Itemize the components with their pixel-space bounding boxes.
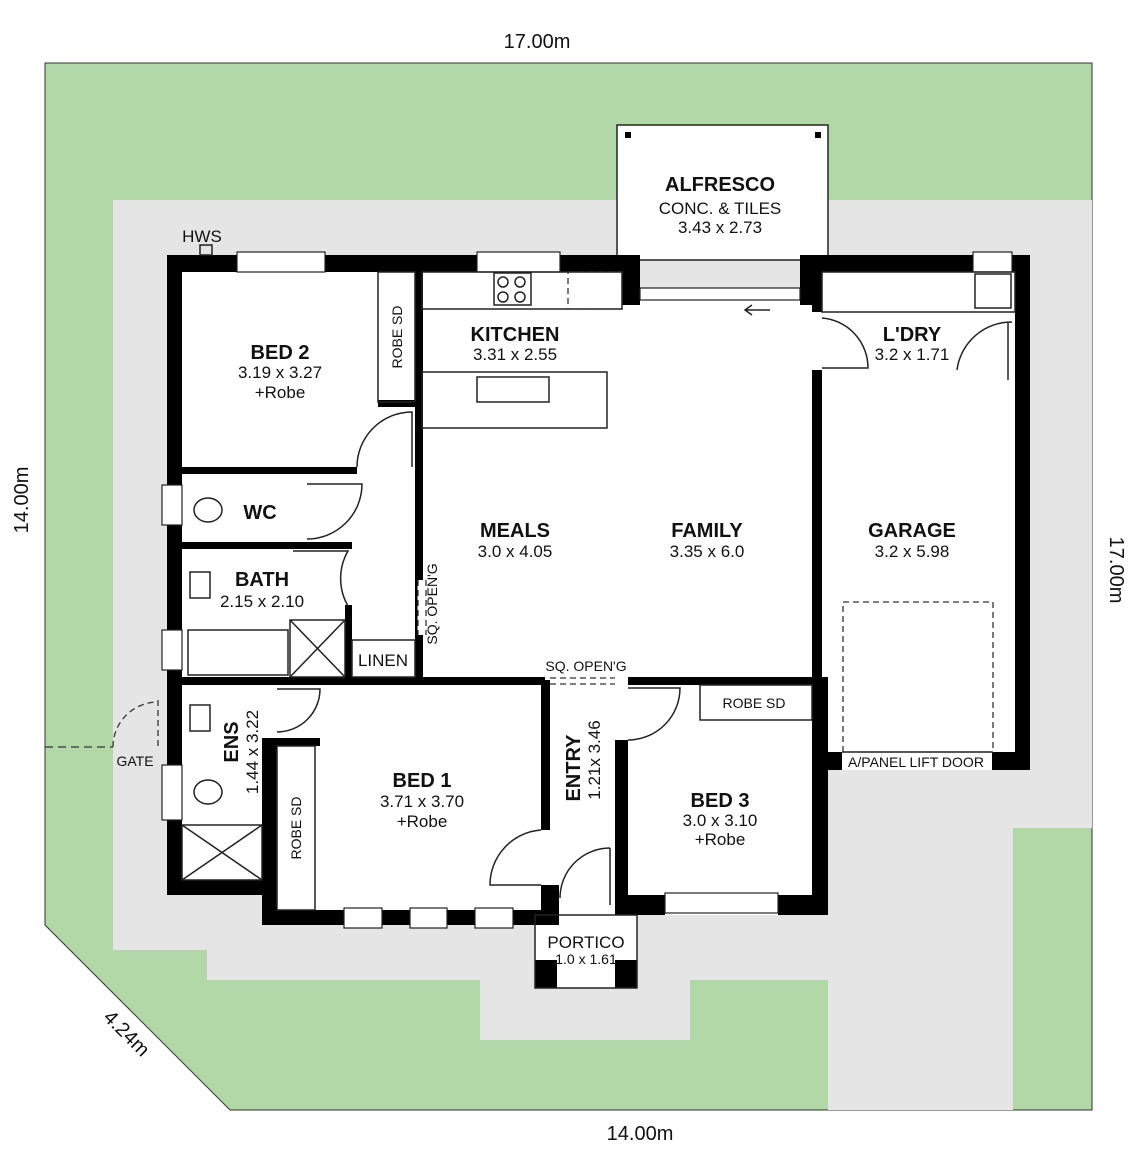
laundry-bench	[821, 271, 1016, 313]
gate-swing	[112, 701, 159, 748]
bed3-extra: +Robe	[695, 830, 746, 849]
bath-size: 2.15 x 2.10	[220, 592, 304, 611]
sink-icon	[476, 376, 550, 403]
alfresco-size: 3.43 x 2.73	[678, 218, 762, 237]
windows	[161, 251, 1013, 929]
ens-name: ENS	[221, 721, 243, 762]
linen-cupboard	[351, 639, 416, 678]
linen-name: LINEN	[358, 651, 408, 670]
meals-size: 3.0 x 4.05	[478, 542, 553, 561]
dim-bottom: 14.00m	[607, 1123, 674, 1145]
bath-shower-icon	[289, 619, 346, 678]
portico-outline	[534, 914, 638, 989]
garage-size: 3.2 x 5.98	[875, 542, 950, 561]
bath-vanity-icon	[189, 571, 211, 599]
bed3-robe	[699, 684, 813, 721]
entry-size: 1.21x 3.46	[585, 720, 604, 799]
garage-name: GARAGE	[868, 520, 956, 542]
hws-label: HWS	[182, 227, 222, 246]
alfresco-name: ALFRESCO	[665, 174, 775, 196]
bed3-robe-label: ROBE SD	[722, 695, 785, 711]
bed2-size: 3.19 x 3.27	[238, 363, 322, 382]
bed2-robe	[377, 271, 416, 403]
wc-toilet-icon	[193, 497, 223, 523]
bed1-extra: +Robe	[397, 812, 448, 831]
sliding-door-arrow-icon	[743, 304, 770, 316]
portico-size: 1.0 x 1.61	[555, 951, 617, 967]
doors	[276, 317, 1013, 905]
alfresco-finish: CONC. & TILES	[659, 199, 782, 218]
laundry-size: 3.2 x 1.71	[875, 345, 950, 364]
kitchen-island	[421, 371, 608, 429]
ens-shower-icon	[181, 824, 263, 881]
sq-opening-horizontal: SQ. OPEN'G	[545, 658, 626, 674]
bed3-name: BED 3	[691, 790, 750, 812]
bath-name: BATH	[235, 569, 289, 591]
bed3-size: 3.0 x 3.10	[683, 811, 758, 830]
kitchen-size: 3.31 x 2.55	[473, 345, 557, 364]
bed1-robe-label: ROBE SD	[288, 796, 304, 859]
wc-name: WC	[243, 502, 276, 524]
hws-unit-icon	[199, 244, 213, 256]
bed2-extra: +Robe	[255, 383, 306, 402]
bed2-robe-label: ROBE SD	[389, 305, 405, 368]
family-size: 3.35 x 6.0	[670, 542, 745, 561]
room-labels: ALFRESCO CONC. & TILES 3.43 x 2.73 BED 2…	[116, 174, 983, 967]
ens-size: 1.44 x 3.22	[243, 710, 262, 794]
bed1-name: BED 1	[393, 770, 452, 792]
car-space	[842, 601, 994, 753]
alfresco-slab	[616, 124, 829, 261]
cooktop-icon	[493, 272, 532, 306]
family-name: FAMILY	[671, 520, 743, 542]
kitchen-name: KITCHEN	[471, 324, 560, 346]
entry-name: ENTRY	[563, 734, 585, 802]
bed1-robe	[276, 745, 316, 911]
gate-label: GATE	[116, 753, 153, 769]
ens-toilet-icon	[193, 779, 223, 805]
dim-top: 17.00m	[504, 31, 571, 53]
bed2-name: BED 2	[251, 342, 310, 364]
bathtub-icon	[187, 629, 289, 676]
portico-name: PORTICO	[547, 933, 624, 952]
ens-vanity-icon	[189, 704, 211, 732]
laundry-name: L'DRY	[883, 324, 942, 346]
dim-right: 17.00m	[1105, 537, 1127, 604]
bed1-size: 3.71 x 3.70	[380, 792, 464, 811]
meals-name: MEALS	[480, 520, 550, 542]
laundry-tub-icon	[974, 273, 1012, 309]
dim-left: 14.00m	[11, 467, 33, 534]
garage-door-label: A/PANEL LIFT DOOR	[848, 754, 984, 770]
sq-opening-vertical: SQ. OPEN'G	[424, 563, 440, 644]
